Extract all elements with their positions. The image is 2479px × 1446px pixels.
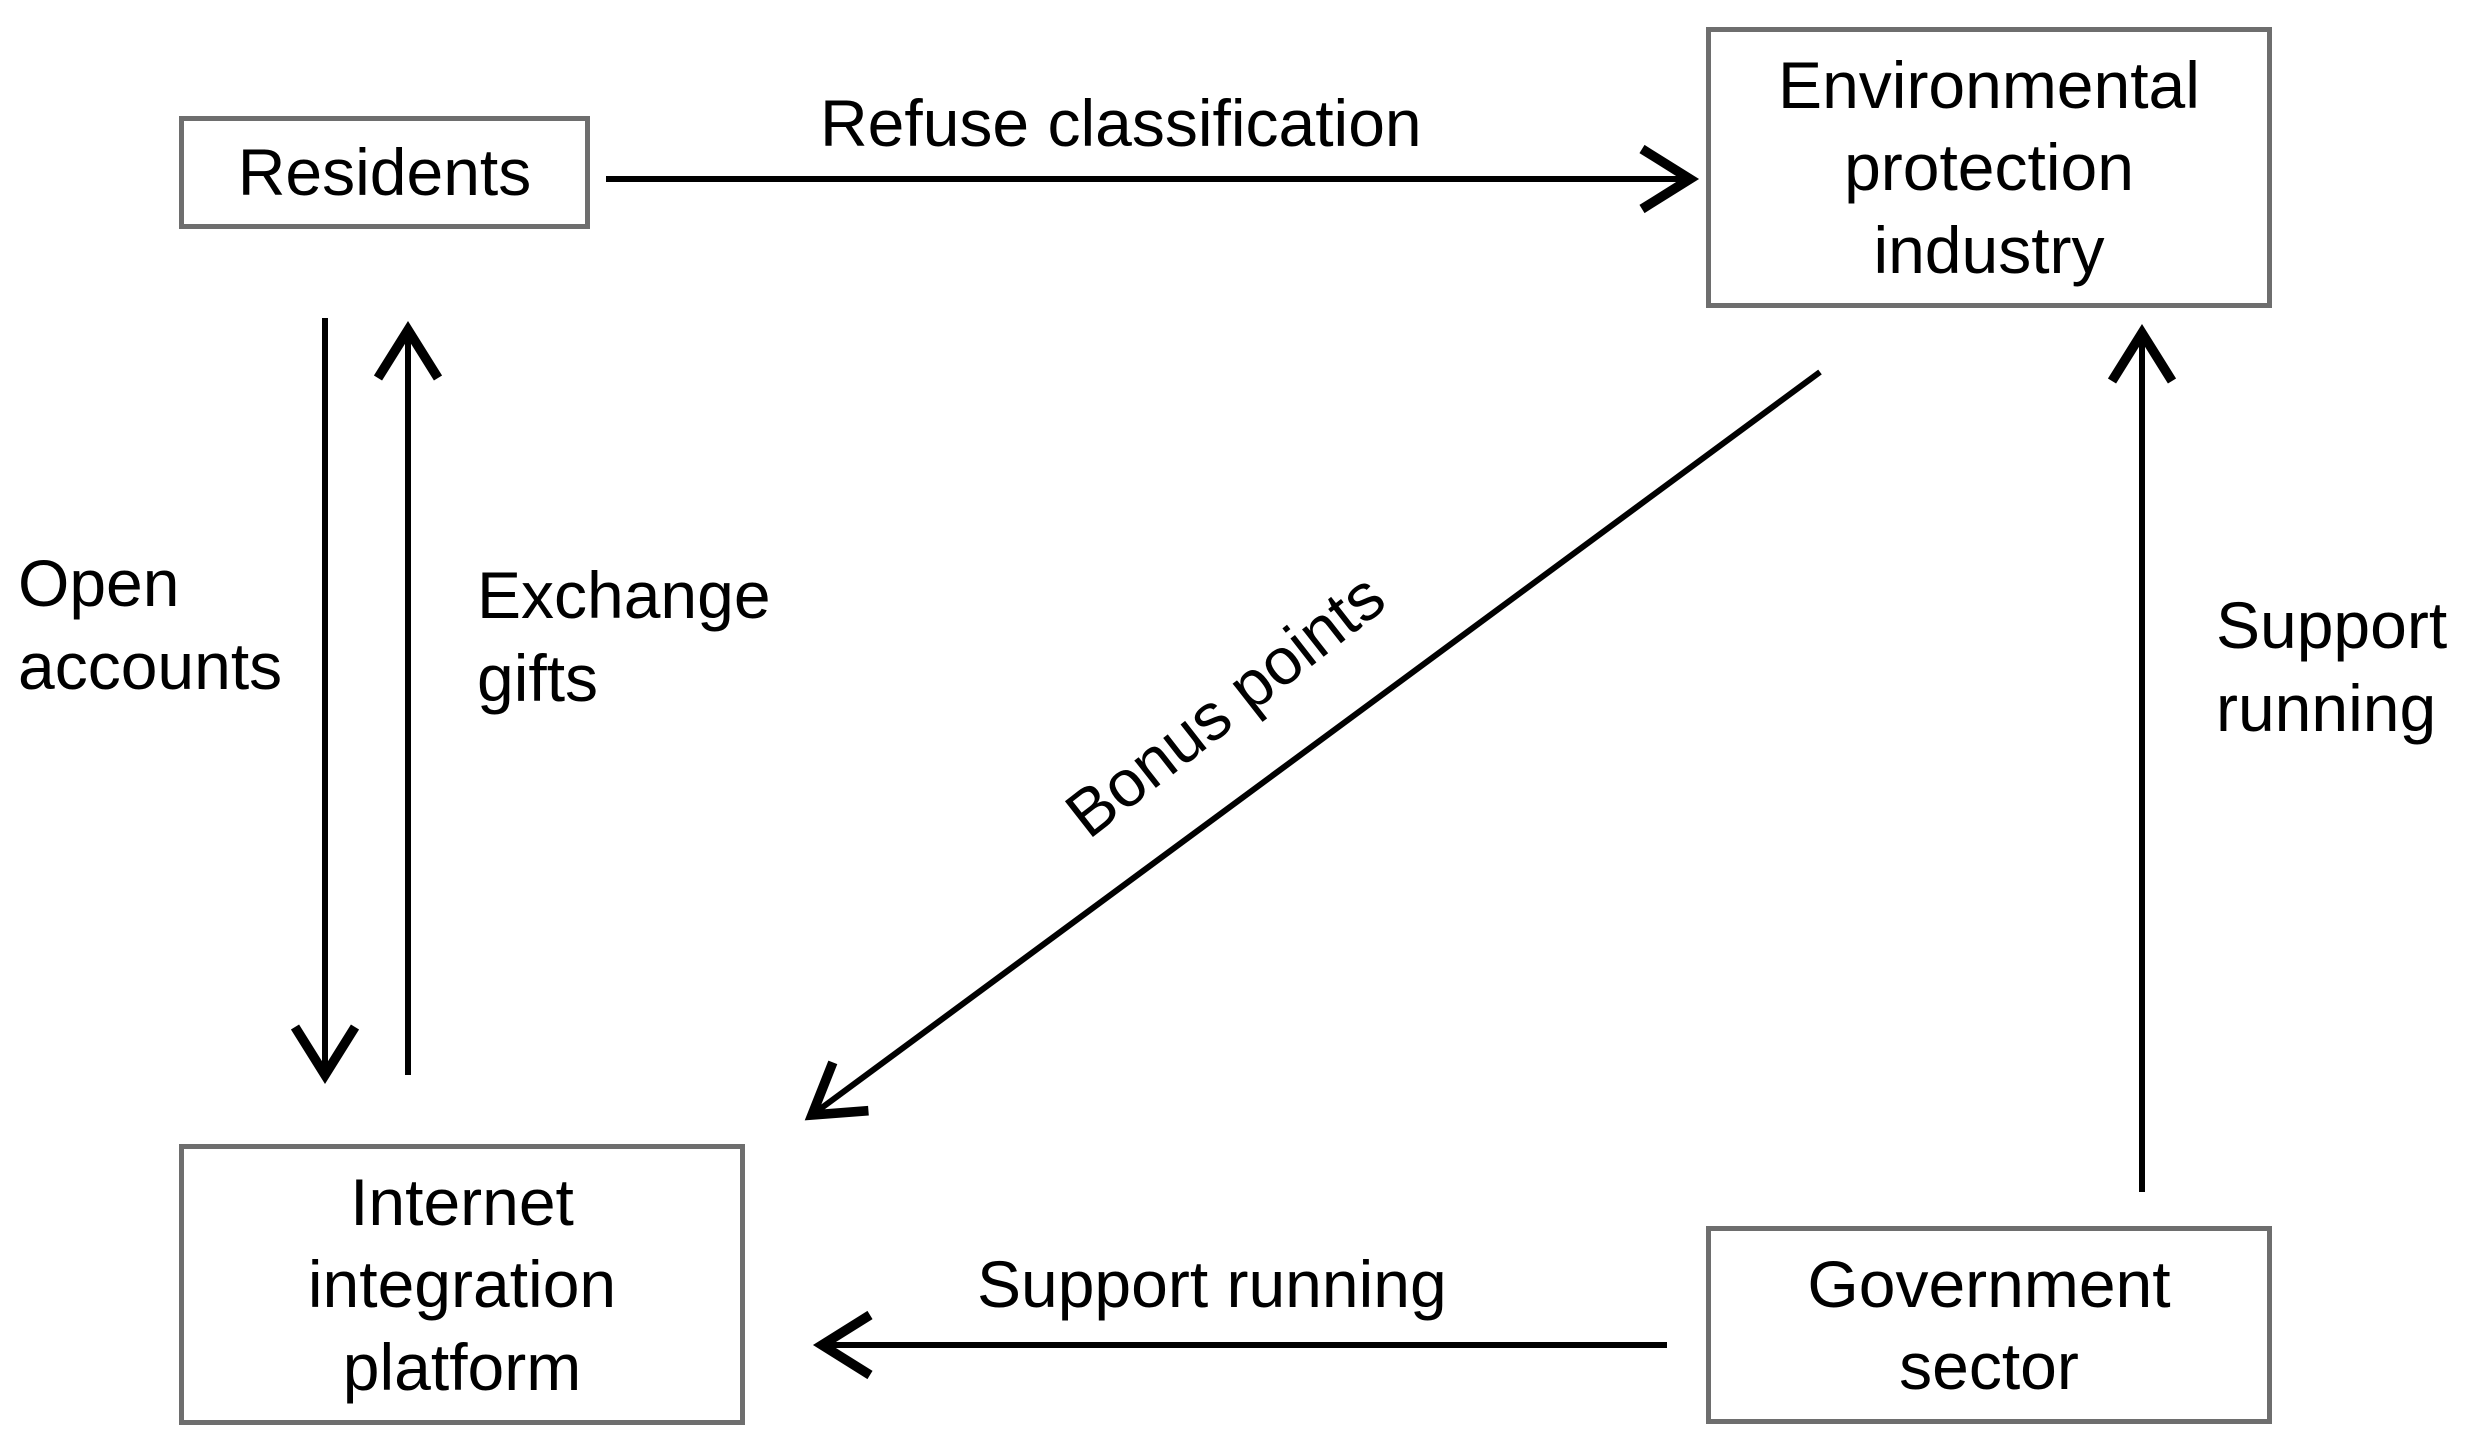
edge-label-open-accounts: Open accounts [18, 546, 283, 703]
node-environmental-protection-industry-label: Environmental protection industry [1778, 47, 2200, 287]
node-government-sector: Government sector [1706, 1226, 2272, 1424]
edge-label-refuse-classification: Refuse classification [820, 86, 1422, 160]
node-internet-integration-platform-label: Internet integration platform [307, 1164, 617, 1404]
node-government-sector-label: Government sector [1807, 1246, 2171, 1404]
node-internet-integration-platform: Internet integration platform [179, 1144, 745, 1425]
node-residents-label: Residents [237, 135, 532, 210]
node-environmental-protection-industry: Environmental protection industry [1706, 27, 2272, 308]
edge-label-support-running-right: Support running [2216, 588, 2448, 745]
node-residents: Residents [179, 116, 590, 229]
edge-label-support-running-bottom: Support running [977, 1247, 1447, 1321]
edge-label-exchange-gifts: Exchange gifts [477, 558, 771, 715]
arrow-bonus-points [804, 369, 1822, 1121]
